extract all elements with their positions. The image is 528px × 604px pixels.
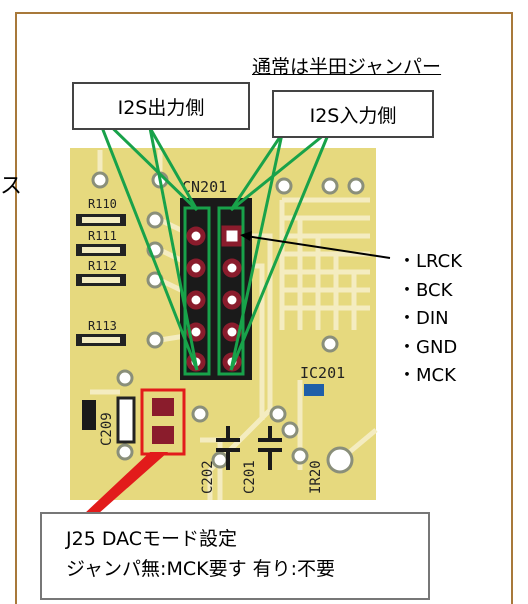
cap-label: C202: [200, 460, 216, 494]
cut-off-text: ス: [0, 174, 23, 199]
pcb-traces: [90, 150, 378, 500]
j25-description: ジャンパ無:MCK要す 有り:不要: [66, 558, 336, 580]
callout-lines: [94, 110, 332, 371]
j25-title: J25 DACモード設定: [66, 528, 238, 550]
j25-callout-pointer: [84, 452, 168, 514]
solder-jumper-note: 通常は半田ジャンパー: [252, 56, 442, 78]
pin-pointer-arrowhead: [240, 231, 252, 241]
pin-lrck: ・LRCK: [398, 251, 463, 272]
i2s-output-label: I2S出力側: [72, 82, 250, 130]
j25-pad: [152, 398, 174, 416]
resistor-label: R111: [88, 229, 117, 243]
j25-description-box: J25 DACモード設定 ジャンパ無:MCK要す 有り:不要: [40, 512, 430, 600]
cap-label: IR20: [308, 460, 324, 494]
ic-chip: [304, 384, 324, 396]
i2s-input-label: I2S入力側: [272, 90, 434, 138]
pin-din: ・DIN: [398, 308, 449, 329]
capacitor-c209: [116, 396, 136, 444]
j25-pad: [152, 426, 174, 444]
resistor-label: R113: [88, 319, 117, 333]
cap-label: C201: [242, 460, 258, 494]
pin-gnd: ・GND: [398, 336, 458, 358]
pin-list: ・LRCK ・BCK ・DIN ・GND ・MCK: [398, 248, 462, 391]
capacitors: [82, 396, 282, 470]
connector-label: CN201: [182, 178, 227, 196]
resistor-label: R112: [88, 259, 117, 273]
pin-pointer-line: [245, 235, 391, 259]
pin-bck: ・BCK: [398, 279, 453, 301]
capacitor-labels: C209 C202 C201 IR20: [99, 412, 324, 494]
pin-mck: ・MCK: [398, 365, 456, 386]
ic-label: IC201: [300, 364, 345, 382]
resistor-labels: R110 R111 R112 R113: [88, 197, 117, 333]
cap-label: C209: [99, 412, 115, 446]
resistor-label: R110: [88, 197, 117, 211]
